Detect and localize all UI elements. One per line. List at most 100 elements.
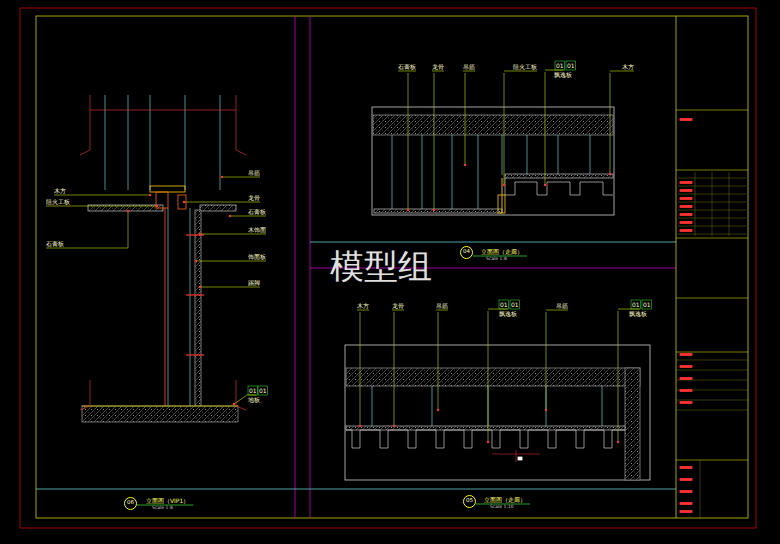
leader-dot: [149, 194, 151, 196]
part-label: 饰面板: [248, 253, 266, 260]
callout-box: [248, 386, 258, 395]
ceiling-profile: [346, 430, 625, 448]
ceiling-board: [346, 426, 625, 430]
title-block-mark: [680, 402, 692, 404]
leader-dot: [233, 403, 235, 405]
callout-box: [258, 386, 268, 395]
title-block-mark: [680, 354, 692, 356]
fire-board: [178, 195, 186, 209]
leader-dot: [437, 409, 439, 411]
leader-dot: [183, 201, 185, 203]
leader-line: [434, 73, 435, 210]
hanger-rod: [502, 135, 503, 175]
leader-line: [54, 195, 150, 196]
title-band-line: [36, 489, 676, 490]
title-block-line: [676, 170, 748, 171]
leader-dot: [156, 205, 158, 207]
hanger-rod: [432, 386, 433, 426]
leader-line: [398, 71, 416, 72]
leader-line: [436, 310, 448, 311]
hanger-rod: [422, 175, 423, 210]
leader-dot: [433, 209, 435, 211]
title-block-line: [676, 238, 748, 239]
part-label: 石膏板: [46, 240, 64, 247]
watermark: 模型组: [330, 246, 432, 286]
outer-frame: [20, 8, 756, 528]
title-block-table: [676, 400, 748, 401]
break-mark: [80, 380, 90, 410]
leader-line: [488, 309, 508, 310]
leader-dot: [359, 425, 361, 427]
part-label: 龙骨: [392, 302, 404, 309]
leader-line: [392, 310, 404, 311]
section-outline: [345, 345, 650, 480]
fire-board: [502, 178, 503, 213]
title-block-table: [712, 172, 713, 236]
title-block-table: [676, 410, 748, 411]
part-label: 龙骨: [248, 194, 260, 201]
title-block-mark: [680, 190, 692, 192]
leader-line: [546, 310, 568, 311]
title-block-mark: [680, 366, 692, 368]
part-label: 阻火工板: [513, 63, 537, 70]
leader-dot: [545, 409, 547, 411]
leader-line: [488, 311, 489, 442]
title-block-border: [676, 16, 677, 518]
detail-number: 05: [463, 495, 476, 508]
leader-line: [200, 234, 266, 235]
leader-line: [46, 206, 157, 207]
leader-line: [408, 73, 409, 210]
detail-scale: Scale 1:8: [486, 256, 507, 261]
dimension-line: [516, 450, 517, 462]
callout-box: [510, 300, 520, 309]
leader-dot: [195, 260, 197, 262]
callout-box: [642, 300, 652, 309]
part-label: 吊筋: [556, 302, 568, 309]
hanger-rod: [150, 95, 151, 190]
title-block-table: [676, 370, 748, 371]
leader-dot: [229, 215, 231, 217]
leader-line: [545, 72, 546, 185]
leader-line: [618, 311, 619, 442]
panel-divider: [310, 242, 676, 243]
title-block-mark: [680, 206, 692, 208]
hanger-rod: [185, 95, 186, 190]
detail-number: 06: [124, 497, 137, 510]
detail-scale: Scale 1:8: [152, 505, 173, 510]
wall-fixing: [186, 354, 204, 355]
leader-line: [432, 71, 444, 72]
title-block-line: [676, 110, 748, 111]
detail-scale: Scale 1:10: [490, 504, 514, 509]
inner-frame: [36, 16, 748, 518]
hanger-rod: [452, 175, 453, 210]
hanger-rod: [452, 135, 453, 175]
leader-dot: [127, 210, 129, 212]
leader-line: [222, 177, 260, 178]
ceiling-board: [374, 209, 502, 213]
detail-title: 立面图（走廊）: [481, 248, 523, 255]
part-label: 踢脚: [248, 279, 260, 286]
floor-slab: [82, 406, 238, 422]
leader-dot: [199, 286, 201, 288]
part-label: 龙骨: [432, 63, 444, 70]
leader-line: [394, 312, 395, 426]
leader-dot: [487, 441, 489, 443]
leader-line: [196, 261, 266, 262]
leader-line: [357, 310, 369, 311]
part-label: 飘逸板: [554, 71, 572, 78]
title-block-table: [676, 360, 748, 361]
leader-line: [200, 287, 260, 288]
leader-dot: [221, 176, 223, 178]
callout-number: 01: [556, 62, 564, 69]
hanger-rod: [527, 135, 528, 175]
part-label: 吊筋: [436, 302, 448, 309]
leader-line: [465, 73, 466, 165]
part-label: 阻火工板: [46, 198, 70, 205]
leader-dot: [609, 173, 611, 175]
part-label: 地板: [248, 396, 260, 403]
part-label: 木饰面: [248, 226, 266, 233]
title-block-table: [695, 172, 696, 236]
ceiling-line: [90, 110, 236, 111]
part-label: 木方: [622, 63, 634, 70]
leader-line: [438, 312, 439, 410]
